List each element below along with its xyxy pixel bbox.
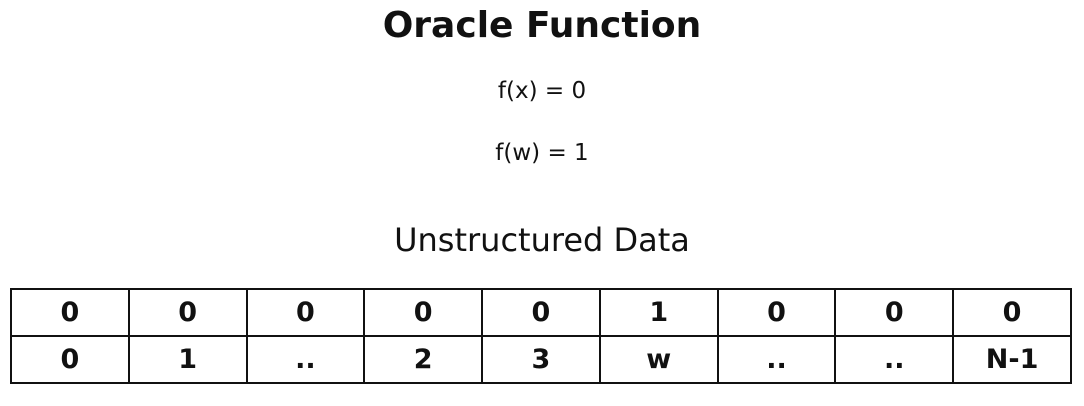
value-cell: 0 (481, 288, 601, 337)
formula-fw: f(w) = 1 (495, 140, 589, 166)
value-cell: 0 (834, 288, 955, 337)
data-table: 0 0 0 0 0 1 0 0 0 0 1 .. 2 3 w .. .. N-1 (10, 288, 1072, 384)
value-cell: 0 (952, 288, 1072, 337)
index-cell: .. (245, 335, 366, 384)
value-cell: 0 (245, 288, 366, 337)
formula-fx: f(x) = 0 (497, 78, 587, 104)
index-cell: .. (834, 335, 955, 384)
value-cell: 0 (10, 288, 130, 337)
index-cell: N-1 (952, 335, 1072, 384)
index-cell: w (598, 335, 719, 384)
data-subtitle: Unstructured Data (394, 221, 690, 259)
index-row: 0 1 .. 2 3 w .. .. N-1 (10, 335, 1072, 384)
value-row: 0 0 0 0 0 1 0 0 0 (10, 288, 1072, 337)
index-cell: 0 (10, 335, 130, 384)
index-cell: 1 (127, 335, 248, 384)
index-cell: 2 (363, 335, 484, 384)
diagram-title: Oracle Function (382, 5, 702, 46)
index-cell: .. (716, 335, 837, 384)
value-cell: 1 (598, 288, 719, 337)
value-cell: 0 (127, 288, 248, 337)
value-cell: 0 (363, 288, 484, 337)
value-cell: 0 (716, 288, 837, 337)
index-cell: 3 (481, 335, 601, 384)
